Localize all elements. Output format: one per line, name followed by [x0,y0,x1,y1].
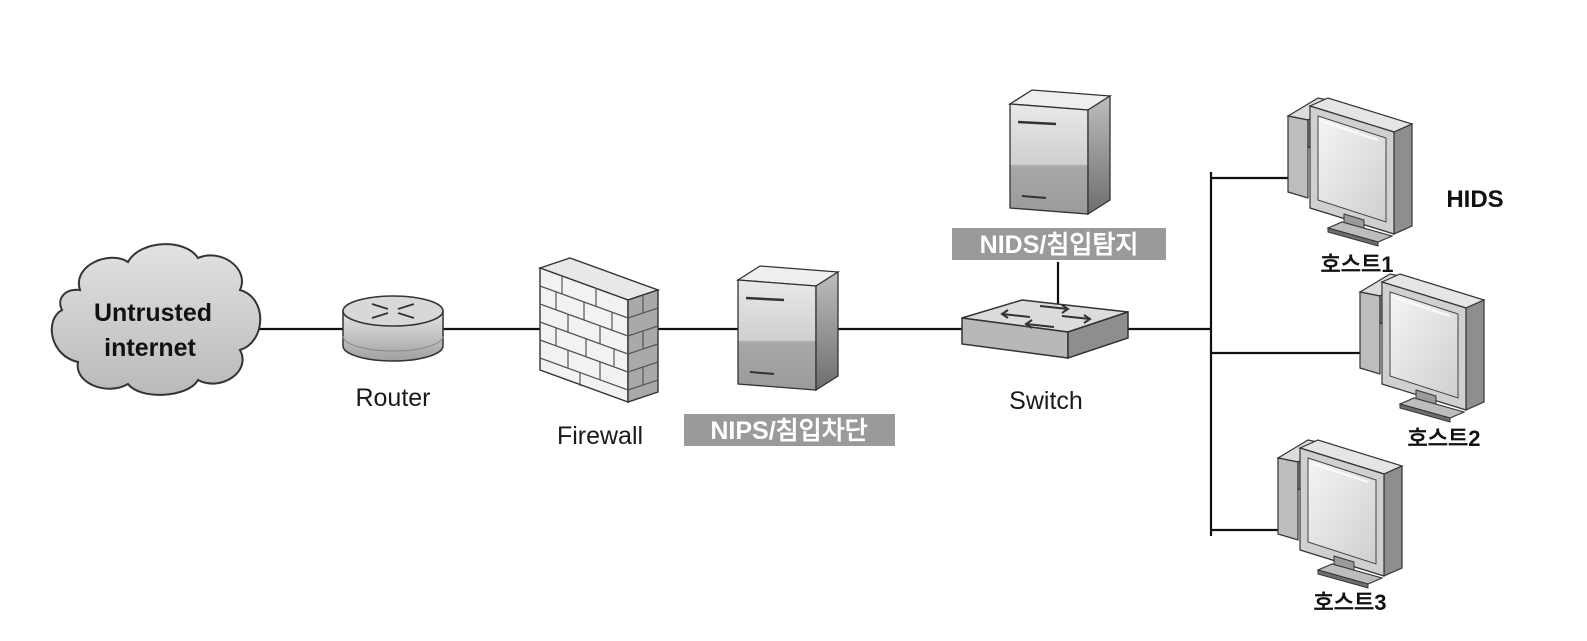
router-node: Router [342,295,444,412]
host1-node: 호스트1 [1287,97,1413,277]
firewall-label: Firewall [557,422,643,450]
internet-label-line2: internet [104,334,196,362]
nips-label-bg [684,414,895,446]
internet-label-line1: Untrusted [94,299,212,327]
firewall-icon [537,257,661,403]
host3-label: 호스트3 [1314,590,1387,615]
host1-computer-icon [1287,97,1413,247]
nips-server-icon [736,264,840,392]
nids-label-bg [952,228,1166,260]
hids-label: HIDS [1446,186,1503,213]
firewall-node: Firewall [537,257,661,450]
host3-computer-icon [1277,439,1403,589]
host2-node: 호스트2 [1359,273,1485,451]
switch-node: Switch [961,299,1129,415]
nips-label: NIPS/침입차단 [710,417,867,445]
connection-lines [258,172,1362,536]
host2-computer-icon [1359,273,1485,423]
internet-node: Untrusted internet [50,243,262,396]
cloud-icon [50,243,262,396]
nids-node: NIDS/침입탐지 [952,88,1166,260]
router-icon [342,295,444,362]
switch-icon [961,299,1129,360]
switch-label: Switch [1009,387,1083,415]
host2-label: 호스트2 [1408,426,1481,451]
host3-node: 호스트3 [1277,439,1403,615]
nids-label: NIDS/침입탐지 [980,231,1139,259]
nids-server-icon [1008,88,1112,216]
host1-label: 호스트1 [1321,252,1394,277]
router-label: Router [355,384,430,412]
nips-node: NIPS/침입차단 [684,264,895,446]
